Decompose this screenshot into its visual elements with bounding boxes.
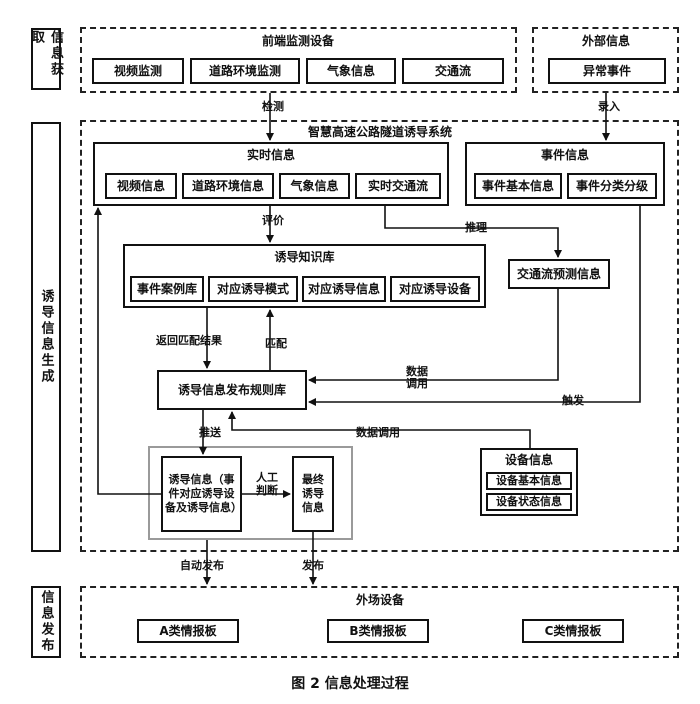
section-label-acquire: 信息获取 — [29, 28, 63, 90]
realtime-item-weather: 气象信息 — [279, 173, 350, 199]
guidance-info-box: 诱导信息（事件对应诱导设备及诱导信息） — [161, 456, 242, 532]
field-board-a: A类情报板 — [137, 619, 239, 643]
frontend-group — [80, 27, 517, 93]
realtime-item-road-env: 道路环境信息 — [182, 173, 274, 199]
kb-item-guidance-mode: 对应诱导模式 — [208, 276, 298, 302]
realtime-info-title: 实时信息 — [246, 148, 295, 162]
edge-label-trigger: 触发 — [562, 394, 584, 407]
traffic-forecast-box: 交通流预测信息 — [508, 259, 610, 289]
edge-label-data-call-1-text: 数据调用 — [406, 365, 428, 391]
kb-item-guidance-device: 对应诱导设备 — [390, 276, 480, 302]
frontend-title: 前端监测设备 — [261, 34, 335, 48]
final-guidance-box: 最终诱导信息 — [292, 456, 334, 532]
edge-label-data-call-1: 数据调用 — [405, 365, 429, 391]
system-title: 智慧高速公路隧道诱导系统 — [307, 125, 453, 139]
knowledge-base-title: 诱导知识库 — [274, 250, 335, 264]
event-item-basic: 事件基本信息 — [474, 173, 562, 199]
edge-label-infer: 推理 — [465, 221, 487, 234]
edge-label-match: 匹配 — [265, 337, 287, 350]
external-item-abnormal-event: 异常事件 — [548, 58, 666, 84]
section-label-publish: 信息发布 — [31, 586, 61, 658]
edge-label-push: 推送 — [199, 426, 221, 439]
edge-label-input: 录入 — [598, 100, 620, 113]
edge-label-manual-judge: 人工判断 — [254, 471, 280, 497]
field-group — [80, 586, 679, 658]
figure-caption: 图 2 信息处理过程 — [291, 676, 409, 692]
edge-label-auto-publish: 自动发布 — [180, 559, 224, 572]
field-board-c: C类情报板 — [522, 619, 624, 643]
device-item-basic: 设备基本信息 — [486, 472, 572, 490]
system-group — [80, 120, 679, 552]
kb-item-guidance-info: 对应诱导信息 — [302, 276, 386, 302]
guidance-gray-group — [148, 446, 353, 540]
edge-label-publish: 发布 — [302, 559, 324, 572]
kb-item-case-library: 事件案例库 — [130, 276, 204, 302]
section-label-generate: 诱导信息生成 — [31, 122, 61, 552]
field-title: 外场设备 — [355, 593, 405, 607]
frontend-item-weather: 气象信息 — [306, 58, 396, 84]
realtime-item-traffic: 实时交通流 — [355, 173, 441, 199]
edge-label-data-call-2: 数据调用 — [356, 426, 400, 439]
edge-label-manual-judge-text: 人工判断 — [256, 471, 278, 497]
realtime-item-video: 视频信息 — [105, 173, 177, 199]
edge-label-detect: 检测 — [262, 100, 284, 113]
frontend-item-traffic: 交通流 — [402, 58, 504, 84]
device-item-status: 设备状态信息 — [486, 493, 572, 511]
device-info-title: 设备信息 — [504, 453, 553, 467]
event-item-classify: 事件分类分级 — [567, 173, 657, 199]
external-title: 外部信息 — [581, 34, 631, 48]
frontend-item-video: 视频监测 — [92, 58, 184, 84]
edge-label-return-match: 返回匹配结果 — [156, 334, 222, 347]
event-info-title: 事件信息 — [540, 148, 589, 162]
edge-label-evaluate: 评价 — [262, 214, 284, 227]
publish-rule-base-box: 诱导信息发布规则库 — [157, 370, 307, 410]
field-board-b: B类情报板 — [327, 619, 429, 643]
external-group — [532, 27, 679, 93]
frontend-item-road-env: 道路环境监测 — [190, 58, 300, 84]
